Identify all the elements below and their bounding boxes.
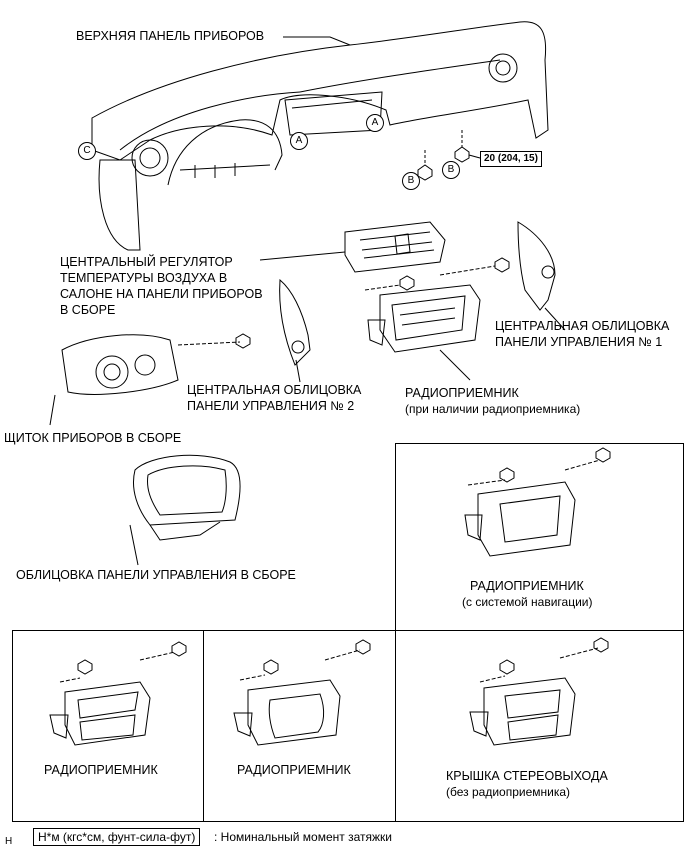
radio-main-drawing	[367, 284, 481, 381]
bolt-b-right	[454, 130, 481, 163]
torque-spec-box: 20 (204, 15)	[480, 151, 542, 167]
legend-torque-box: Н*м (кгс*см, фунт-сила-фут)	[33, 828, 201, 846]
center-air-regulator-drawing	[259, 221, 446, 273]
leader-upper-panel	[283, 36, 351, 46]
marker-a-left: A	[290, 132, 308, 150]
label-center-cover-1-line-1: ЦЕНТРАЛЬНАЯ ОБЛИЦОВКА	[495, 319, 670, 333]
panel-cover-assembly-drawing	[129, 454, 241, 566]
label-center-cover-1-line-2: ПАНЕЛИ УПРАВЛЕНИЯ № 1	[495, 335, 663, 349]
center-cover-2-drawing	[279, 278, 311, 383]
stereo-cover-drawing	[469, 637, 609, 746]
legend-description: : Номинальный момент затяжки	[214, 830, 392, 844]
label-stereo-cover: КРЫШКА СТЕРЕОВЫХОДА	[446, 769, 608, 783]
legend-corner-letter: H	[5, 836, 13, 847]
label-radio-nav-note: (с системой навигации)	[462, 595, 593, 609]
label-instrument-cluster: ЩИТОК ПРИБОРОВ В СБОРЕ	[4, 431, 182, 445]
radio-variant-1-drawing	[49, 641, 187, 746]
label-upper-instrument-panel: ВЕРХНЯЯ ПАНЕЛЬ ПРИБОРОВ	[76, 29, 265, 43]
label-center-regulator-line-2: ТЕМПЕРАТУРЫ ВОЗДУХА В	[60, 271, 228, 285]
marker-a-right: A	[366, 114, 384, 132]
marker-b-left: B	[402, 172, 420, 190]
label-radio-variant-2: РАДИОПРИЕМНИК	[237, 763, 351, 777]
label-center-regulator-line-1: ЦЕНТРАЛЬНЫЙ РЕГУЛЯТОР	[60, 255, 233, 269]
center-cover-1-drawing	[517, 221, 566, 331]
bolt-b-left	[417, 150, 433, 181]
marker-c: C	[78, 142, 96, 160]
label-center-regulator-line-4: В СБОРЕ	[60, 303, 116, 317]
variant-box-radio-1	[12, 630, 204, 822]
label-radio-main-note: (при наличии радиоприемника)	[405, 402, 581, 416]
radio-nav-drawing	[464, 447, 611, 557]
label-center-cover-2-line-2: ПАНЕЛИ УПРАВЛЕНИЯ № 2	[187, 399, 355, 413]
label-panel-cover-assembly: ОБЛИЦОВКА ПАНЕЛИ УПРАВЛЕНИЯ В СБОРЕ	[16, 568, 296, 582]
label-stereo-cover-note: (без радиоприемника)	[446, 785, 571, 799]
label-radio-nav: РАДИОПРИЕМНИК	[470, 579, 584, 593]
upper-instrument-panel-drawing	[91, 21, 549, 251]
marker-b-right: B	[442, 161, 460, 179]
instrument-cluster-drawing	[49, 333, 251, 426]
label-radio-main: РАДИОПРИЕМНИК	[405, 386, 519, 400]
variant-box-radio-2	[203, 630, 396, 822]
variant-box-stereo-cover	[395, 630, 684, 822]
label-center-regulator-line-3: САЛОНЕ НА ПАНЕЛИ ПРИБОРОВ	[60, 287, 263, 301]
radio-variant-2-drawing	[233, 639, 371, 746]
label-center-cover-2-line-1: ЦЕНТРАЛЬНАЯ ОБЛИЦОВКА	[187, 383, 362, 397]
label-radio-variant-1: РАДИОПРИЕМНИК	[44, 763, 158, 777]
